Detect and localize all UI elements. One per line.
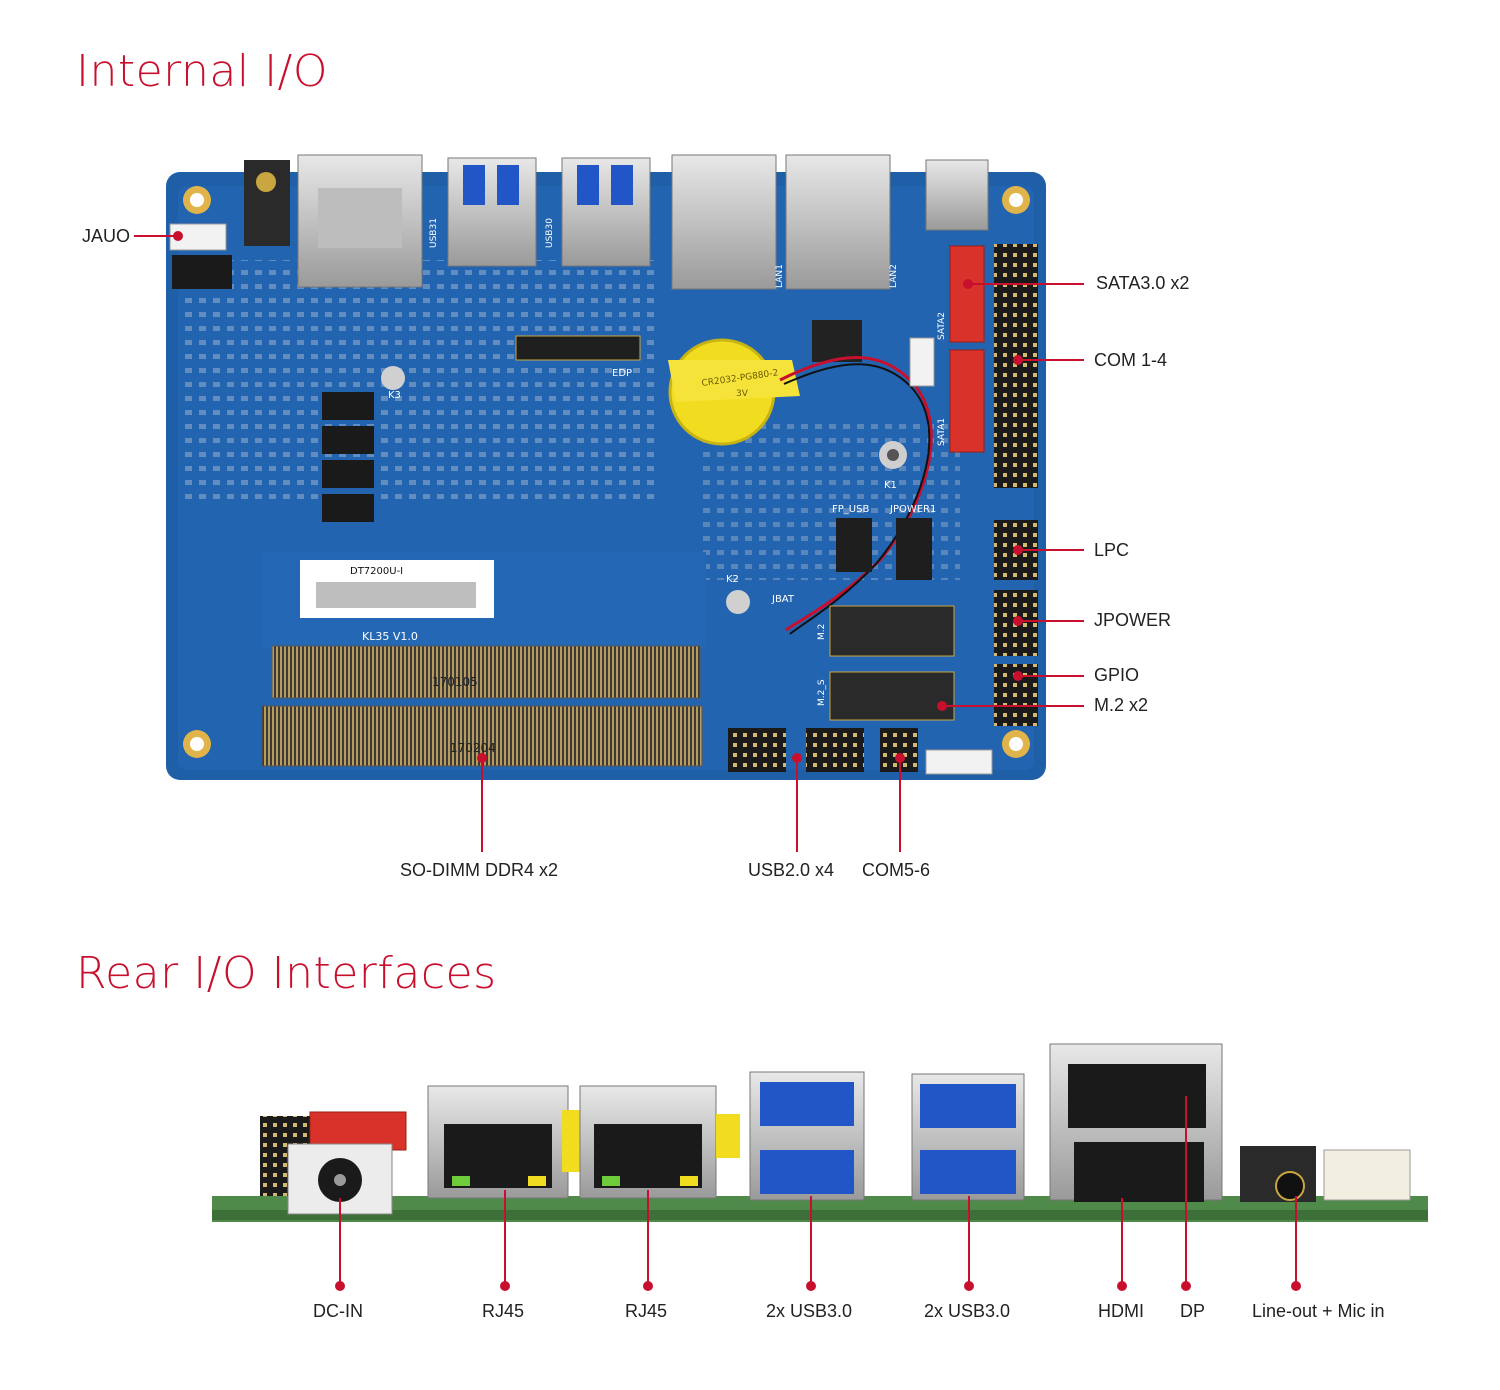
silk-ram-code1: 170105 — [432, 675, 478, 689]
usb20-header-1 — [728, 728, 786, 772]
internal-leaders — [134, 231, 1084, 852]
silk-fp-usb: FP_USB — [832, 504, 869, 515]
label-usb20: USB2.0 x4 — [748, 860, 835, 880]
rear-io-title: Rear I/O Interfaces — [76, 948, 497, 999]
silk-edp: EDP — [612, 368, 632, 379]
motherboard-top-view: USB31 USB30 LAN1 LAN2 EDP CR2032-PG880-2… — [166, 154, 1046, 780]
hdmi-port — [1074, 1142, 1204, 1202]
silk-m2: M.2 — [817, 624, 827, 640]
lan2-top — [785, 154, 891, 290]
silk-m2s: M.2_S — [817, 679, 827, 706]
silk-sata1: SATA1 — [937, 418, 947, 446]
sata1-connector — [949, 349, 985, 453]
label-jpower: JPOWER — [1094, 610, 1172, 630]
audio-white-connector — [1323, 1149, 1411, 1201]
cpu-fan-connector — [925, 749, 993, 775]
silk-jpower: JPOWER1 — [889, 504, 936, 515]
m2-slot-1 — [829, 605, 955, 657]
silk-jbat: JBAT — [771, 594, 795, 605]
label-dp: DP — [1180, 1301, 1206, 1321]
sodimm-slot-1 — [271, 645, 701, 699]
silk-lan1: LAN1 — [775, 264, 785, 288]
label-usb3-1: 2x USB3.0 — [766, 1301, 853, 1321]
fp-usb-header — [836, 518, 872, 572]
sata-power-connector — [909, 337, 935, 387]
label-hdmi: HDMI — [1098, 1301, 1144, 1321]
label-sata: SATA3.0 x2 — [1096, 273, 1190, 293]
silk-battery-voltage: 3V — [736, 389, 749, 399]
label-audio: Line-out + Mic in — [1252, 1301, 1385, 1321]
barcode — [316, 582, 476, 608]
silk-version: KL35 V1.0 — [362, 630, 418, 643]
label-rj45-2: RJ45 — [625, 1301, 668, 1321]
usb31-top — [447, 157, 537, 267]
motherboard-rear-view — [212, 1043, 1428, 1222]
label-rj45-1: RJ45 — [482, 1301, 525, 1321]
m2-slot-2 — [829, 671, 955, 721]
sata2-connector — [949, 245, 985, 343]
dc-jack-top — [925, 159, 989, 231]
label-m2: M.2 x2 — [1094, 695, 1149, 715]
usb30-top — [561, 157, 651, 267]
lan1-top — [671, 154, 777, 290]
label-lpc: LPC — [1094, 540, 1130, 560]
silk-model: DT7200U-I — [350, 566, 403, 577]
silk-ram-code2: 170204 — [450, 741, 496, 755]
rear-leaders — [335, 1096, 1301, 1291]
label-com14: COM 1-4 — [1094, 350, 1168, 370]
edp-connector — [515, 335, 641, 361]
internal-io-title: Internal I/O — [76, 46, 328, 97]
usb20-header-2 — [806, 728, 864, 772]
label-dcin: DC-IN — [313, 1301, 363, 1321]
label-gpio: GPIO — [1094, 665, 1140, 685]
silk-lan2: LAN2 — [889, 264, 899, 288]
com14-header — [994, 244, 1038, 488]
battery-wire — [779, 356, 933, 632]
label-jauo: JAUO — [82, 226, 131, 246]
silk-k3: K3 — [388, 390, 401, 401]
jpower1-header — [896, 518, 932, 580]
model-sticker — [300, 560, 494, 618]
chip — [812, 320, 862, 362]
silk-usb30: USB30 — [545, 218, 555, 248]
silk-usb31: USB31 — [429, 218, 439, 248]
label-sodimm: SO-DIMM DDR4 x2 — [400, 860, 559, 880]
label-usb3-2: 2x USB3.0 — [924, 1301, 1011, 1321]
silk-k2: K2 — [726, 574, 739, 585]
silk-sata2: SATA2 — [937, 312, 947, 340]
dp-port — [1068, 1064, 1206, 1128]
silk-k1: K1 — [884, 480, 897, 491]
label-com56: COM5-6 — [862, 860, 931, 880]
